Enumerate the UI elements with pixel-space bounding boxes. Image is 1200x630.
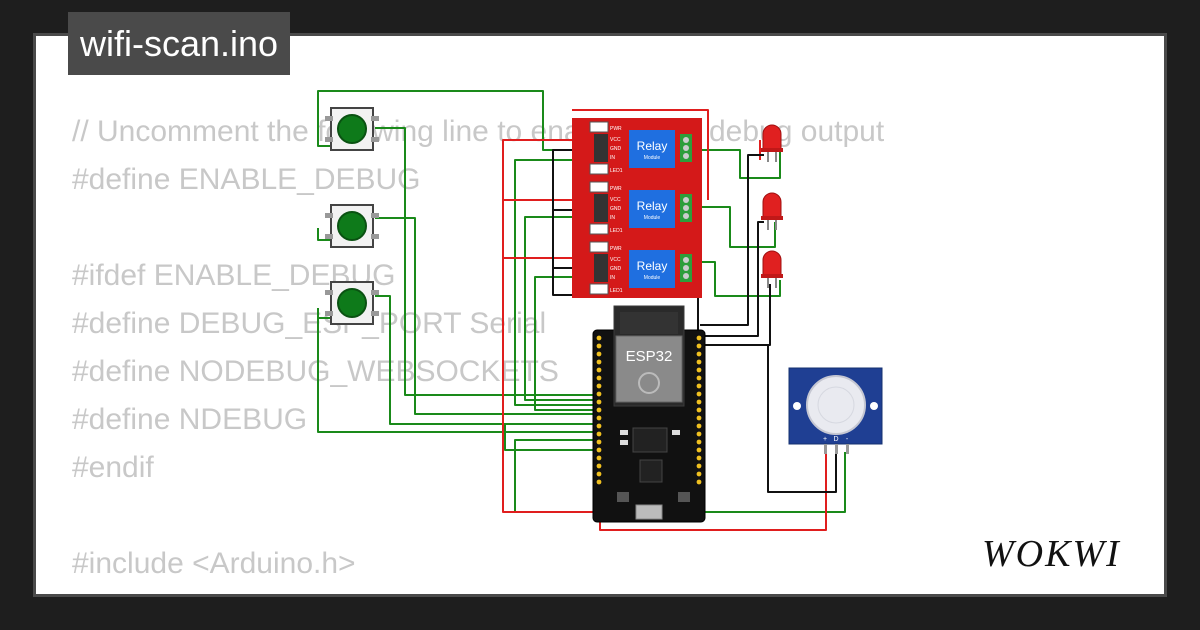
code-line: #define ENABLE_DEBUG xyxy=(72,163,421,196)
relay-pin-label: VCC xyxy=(610,137,621,143)
wire-led3-gnd xyxy=(700,284,771,346)
esp32-board[interactable]: ESP32 xyxy=(592,305,706,523)
antenna-area xyxy=(620,312,678,334)
code-line: #endif xyxy=(72,451,154,484)
relay-sublabel: Module xyxy=(644,215,661,221)
wokwi-logo-text: WOKWI xyxy=(982,533,1121,575)
relay-pin-label: IN xyxy=(610,155,615,161)
wire-pir-signal xyxy=(767,345,837,493)
relay-pin-label: GND xyxy=(610,206,622,212)
pir-pin-label: + xyxy=(823,436,827,443)
pir-pin-label: - xyxy=(846,436,849,443)
pir-motion-sensor[interactable]: + D - xyxy=(788,367,883,454)
pushbutton-1[interactable] xyxy=(325,107,379,151)
wire-relay1-in xyxy=(514,159,598,406)
wire-button2-esp xyxy=(375,217,598,415)
wire-relay3-led3 xyxy=(700,261,781,297)
wire-relay1-led1 xyxy=(700,149,781,179)
relay-pin-label: PWR xyxy=(610,186,622,192)
relay-module-2[interactable]: PWR VCC GND IN LED1 Relay Module xyxy=(572,178,702,238)
usb-port-icon xyxy=(635,504,663,520)
code-line: #define NODEBUG_WEBSOCKETS xyxy=(72,355,559,388)
wire-button1-esp xyxy=(375,127,598,396)
wire-relay2-led2 xyxy=(700,206,776,248)
wokwi-logo: WOKWI xyxy=(982,533,1121,575)
wire-esp-side xyxy=(504,423,598,451)
led-red-3[interactable] xyxy=(761,250,783,288)
relay-label: Relay xyxy=(637,199,668,213)
relay-pin-label: LED1 xyxy=(610,288,623,294)
relay-sublabel: Module xyxy=(644,275,661,281)
wire-led2-gnd xyxy=(700,221,764,337)
code-line: #define NDEBUG xyxy=(72,403,308,436)
relay-pin-label: IN xyxy=(610,275,615,281)
relay-pin-label: PWR xyxy=(610,126,622,132)
wires xyxy=(317,90,846,531)
relay-pin-label: PWR xyxy=(610,246,622,252)
relay-pin-label: GND xyxy=(610,146,622,152)
pushbutton-2[interactable] xyxy=(325,204,379,248)
boot-button-icon[interactable] xyxy=(678,492,690,502)
pushbutton-3[interactable] xyxy=(325,281,379,325)
wire-relay3-in xyxy=(534,276,598,411)
relay-pin-label: LED1 xyxy=(610,228,623,234)
wire-vcc-top xyxy=(572,109,709,200)
led-red-1[interactable] xyxy=(761,124,783,162)
esp32-shield xyxy=(615,335,683,403)
wire-button3-esp xyxy=(375,295,598,425)
relay-module-1[interactable]: PWR VCC GND IN LED1 Relay Module xyxy=(572,118,702,178)
relay-pin-label: VCC xyxy=(610,197,621,203)
relay-label: Relay xyxy=(637,139,668,153)
project-filename-tab: wifi-scan.ino xyxy=(68,12,291,75)
wire-gnd-relay1 xyxy=(552,149,699,330)
espressif-logo-icon xyxy=(638,372,660,394)
code-line: #include <Arduino.h> xyxy=(72,547,356,580)
wire-led1-gnd xyxy=(700,154,764,326)
en-button-icon[interactable] xyxy=(617,492,629,502)
led-red-2[interactable] xyxy=(761,192,783,230)
pir-dome-icon xyxy=(806,375,866,435)
esp32-label: ESP32 xyxy=(626,348,673,365)
relay-module-3[interactable]: PWR VCC GND IN LED1 Relay Module xyxy=(572,238,702,298)
pir-pin-label: D xyxy=(833,436,838,443)
relay-pin-label: VCC xyxy=(610,257,621,263)
relay-pin-label: LED1 xyxy=(610,168,623,174)
relay-label: Relay xyxy=(637,259,668,273)
relay-pin-label: IN xyxy=(610,215,615,221)
relay-sublabel: Module xyxy=(644,155,661,161)
relay-pin-label: GND xyxy=(610,266,622,272)
